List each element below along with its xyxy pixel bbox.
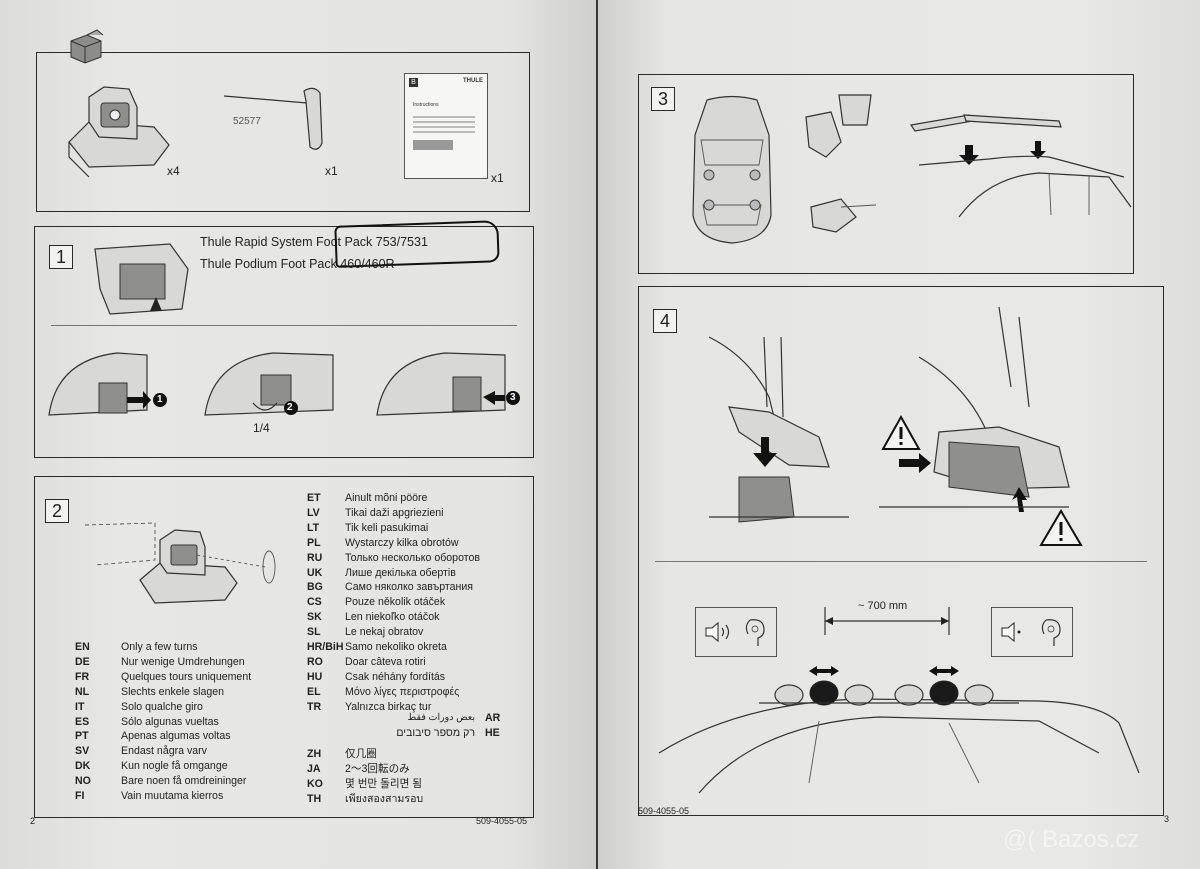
step-number: 2 (45, 499, 69, 523)
tool-quantity: x1 (325, 164, 338, 178)
marker-3: 3 (510, 392, 516, 403)
warning-icon (881, 414, 921, 450)
instruction-manual-thumbnail: B THULE Instructions (404, 73, 488, 179)
allen-key-illustration (223, 87, 323, 150)
part-number: 52577 (233, 116, 261, 127)
watermark: @( Bazos.cz (1003, 826, 1140, 853)
step-number: 4 (653, 309, 677, 333)
foot-placement-left-illustration (708, 336, 849, 523)
foot-unit-illustration (68, 86, 170, 178)
foot-quantity: x4 (167, 164, 180, 178)
car-roof-feet-illustration (658, 666, 1140, 794)
cleaning-illustration (805, 94, 877, 233)
speaker-loud-icon (705, 621, 730, 643)
step4-panel: 4 (638, 286, 1164, 816)
page-number-left: 2 (30, 816, 36, 826)
ear-icon (745, 619, 765, 646)
marker-2: 2 (287, 402, 293, 413)
distance-label: ~ 700 mm (855, 600, 911, 612)
product-title-1: Thule Rapid System Foot Pack 753/7531 (200, 235, 428, 249)
warning-icon (1039, 509, 1083, 546)
quarter-turn-label: 1/4 (253, 421, 270, 435)
contents-panel: x4 52577 x1 B THULE Instructions x1 (36, 29, 530, 212)
noise-quiet-box (991, 607, 1073, 657)
speaker-quiet-icon (1001, 621, 1021, 643)
divider (51, 325, 517, 326)
step-number: 1 (49, 245, 73, 269)
ear-icon (1041, 619, 1061, 646)
manual-quantity: x1 (491, 171, 504, 185)
car-top-view-illustration (692, 95, 772, 244)
doc-code-left: 509-4055-05 (476, 816, 528, 826)
product-title-2: Thule Podium Foot Pack 460/460R (200, 257, 395, 271)
noise-loud-box (695, 607, 777, 657)
marker-1: 1 (157, 394, 163, 405)
sub-step-3-illustration (376, 352, 520, 416)
manual-title: Instructions (413, 102, 439, 108)
foot-placement-right-illustration (879, 306, 1070, 512)
right-page: 3 4 (598, 0, 1200, 869)
step-number: 3 (651, 87, 675, 111)
divider (655, 561, 1147, 562)
box-icon (70, 29, 104, 64)
page-number-right: 3 (1164, 814, 1170, 824)
manual-letter-badge: B (409, 78, 418, 87)
manual-logo: THULE (463, 78, 483, 84)
sub-step-1-illustration (48, 352, 167, 416)
distance-dimension-line (824, 607, 950, 635)
foot-pack-illustration (94, 243, 189, 315)
step3-panel: 3 (638, 74, 1134, 274)
step1-panel: 1 Thule Rapid System Foot Pack 753/7531 … (34, 220, 534, 458)
roof-rack-mount-illustration (909, 114, 1132, 218)
left-page: x4 52577 x1 B THULE Instructions x1 1 Th… (0, 0, 596, 869)
doc-code-right: 509-4055-05 (638, 806, 690, 816)
foot-adjust-illustration (84, 522, 276, 604)
sub-step-2-illustration (204, 352, 334, 416)
